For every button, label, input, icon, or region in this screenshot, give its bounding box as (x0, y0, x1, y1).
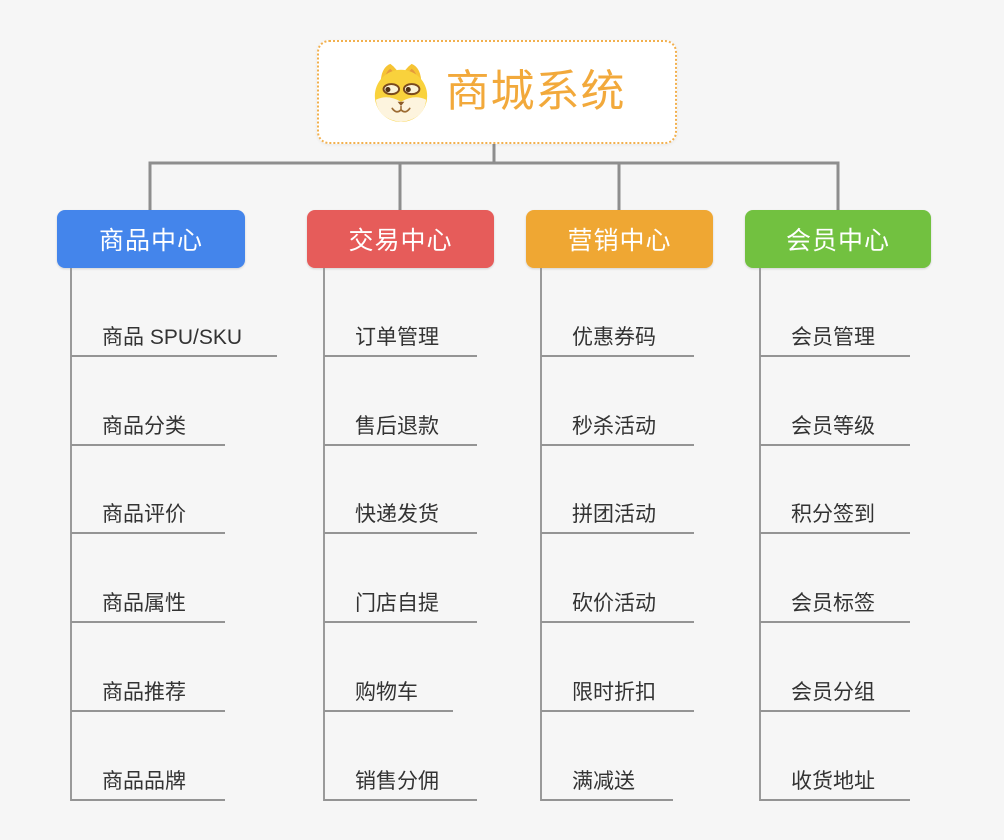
root-node[interactable]: 商城系统 (317, 40, 677, 144)
leaf-node[interactable]: 会员标签 (760, 583, 910, 623)
leaf-node[interactable]: 销售分佣 (324, 761, 477, 801)
leaf-node[interactable]: 商品品牌 (71, 761, 225, 801)
leaf-node[interactable]: 积分签到 (760, 494, 910, 534)
branch-node-product-center[interactable]: 商品中心 (57, 210, 245, 268)
leaf-node[interactable]: 购物车 (324, 672, 453, 712)
leaf-node[interactable]: 商品属性 (71, 583, 225, 623)
leaf-node[interactable]: 快递发货 (324, 494, 477, 534)
leaf-node[interactable]: 限时折扣 (541, 672, 694, 712)
branch-trunk-line (759, 268, 761, 801)
leaf-node[interactable]: 商品分类 (71, 406, 225, 446)
leaf-node[interactable]: 商品评价 (71, 494, 225, 534)
branch-trunk-line (323, 268, 325, 801)
leaf-node[interactable]: 会员分组 (760, 672, 910, 712)
branch-node-trade-center[interactable]: 交易中心 (307, 210, 494, 268)
leaf-node[interactable]: 优惠券码 (541, 317, 694, 357)
root-node-label: 商城系统 (445, 67, 626, 116)
dog-face-icon (374, 63, 427, 123)
leaf-node[interactable]: 售后退款 (324, 406, 477, 446)
leaf-node[interactable]: 门店自提 (324, 583, 477, 623)
leaf-node[interactable]: 拼团活动 (541, 494, 694, 534)
leaf-node[interactable]: 会员等级 (760, 406, 910, 446)
branch-node-member-center[interactable]: 会员中心 (745, 210, 931, 268)
leaf-node[interactable]: 商品 SPU/SKU (71, 317, 277, 357)
leaf-node[interactable]: 收货地址 (760, 761, 910, 801)
leaf-node[interactable]: 秒杀活动 (541, 406, 694, 446)
branch-trunk-line (540, 268, 542, 801)
leaf-node[interactable]: 满减送 (541, 761, 673, 801)
leaf-node[interactable]: 砍价活动 (541, 583, 694, 623)
leaf-node[interactable]: 订单管理 (324, 317, 477, 357)
branch-node-marketing-center[interactable]: 营销中心 (526, 210, 713, 268)
branch-trunk-line (70, 268, 72, 801)
leaf-node[interactable]: 商品推荐 (71, 672, 225, 712)
leaf-node[interactable]: 会员管理 (760, 317, 910, 357)
